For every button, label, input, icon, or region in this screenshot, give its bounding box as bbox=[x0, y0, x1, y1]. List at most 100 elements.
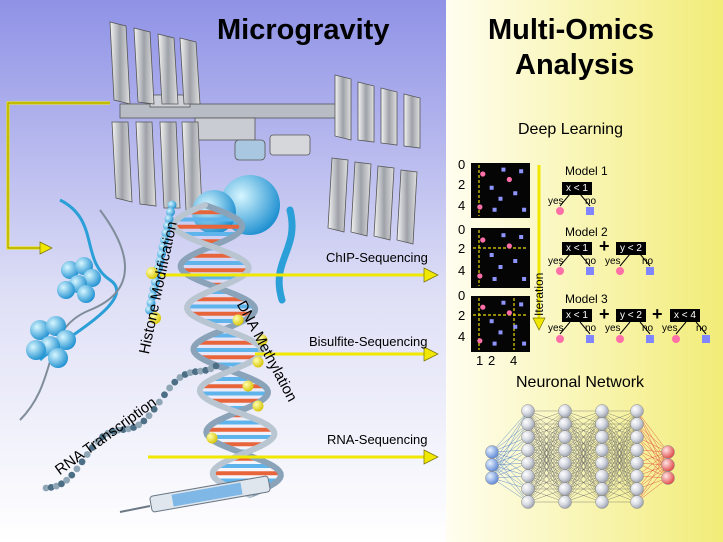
branch-yes: yes bbox=[548, 196, 564, 207]
network-node bbox=[595, 482, 609, 496]
histone-bead bbox=[145, 305, 154, 315]
methyl-group bbox=[242, 380, 254, 392]
syringe-icon bbox=[119, 475, 271, 513]
rna-nucleotide bbox=[114, 426, 122, 434]
histone-bead bbox=[157, 249, 166, 259]
rna-nucleotide bbox=[73, 465, 81, 473]
scatter-dot bbox=[477, 273, 483, 279]
rna-nucleotide bbox=[207, 365, 215, 373]
scatter-dot bbox=[489, 319, 494, 324]
deep-learning-label: Deep Learning bbox=[518, 121, 623, 138]
rna-nucleotide bbox=[68, 471, 76, 479]
network-node bbox=[595, 456, 609, 470]
network-edge bbox=[491, 477, 529, 503]
network-node bbox=[661, 445, 675, 459]
axis-y-tick: 0 bbox=[458, 222, 466, 237]
network-edge bbox=[564, 410, 603, 438]
iteration-label: Iteration bbox=[532, 272, 546, 316]
model-1-label: Model 1 bbox=[565, 164, 608, 178]
network-node bbox=[558, 430, 572, 444]
scatter-dot bbox=[489, 253, 494, 257]
network-node bbox=[630, 469, 644, 483]
axis-y-tick: 2 bbox=[458, 177, 466, 192]
methyl-group bbox=[256, 334, 268, 346]
axis-y-tick: 4 bbox=[458, 329, 466, 344]
network-edge bbox=[636, 451, 669, 490]
network-node bbox=[595, 469, 609, 483]
network-edge bbox=[601, 462, 638, 503]
scatter-dot bbox=[489, 185, 494, 190]
rna-nucleotide bbox=[47, 483, 55, 491]
scatter-dot bbox=[522, 207, 527, 212]
network-node bbox=[558, 456, 572, 470]
model-3-label: Model 3 bbox=[565, 292, 608, 306]
branch-no: no bbox=[696, 323, 708, 334]
network-edge bbox=[564, 475, 603, 503]
network-node bbox=[485, 471, 499, 485]
bisulfite-seq-label: Bisulfite-Sequencing bbox=[309, 334, 428, 349]
histone-bead bbox=[151, 277, 160, 287]
scatter-dot bbox=[492, 341, 497, 346]
scatter-dot bbox=[506, 176, 512, 183]
histone-bead bbox=[146, 298, 156, 308]
scatter-dot bbox=[501, 233, 506, 238]
plus-sign: + bbox=[652, 304, 663, 324]
rna-nucleotide bbox=[94, 438, 101, 445]
histone-bead bbox=[163, 221, 172, 231]
rna-nucleotide bbox=[52, 482, 60, 490]
axis-y-tick: 0 bbox=[458, 288, 466, 303]
network-edge bbox=[527, 410, 566, 438]
methyl-group bbox=[252, 400, 264, 412]
network-node bbox=[661, 458, 675, 472]
network-node bbox=[630, 482, 644, 496]
iteration-arrow bbox=[532, 165, 546, 331]
network-node bbox=[521, 482, 535, 496]
network-edge bbox=[601, 410, 638, 438]
axis-y-tick: 2 bbox=[458, 308, 466, 323]
branch-yes: yes bbox=[662, 323, 678, 334]
scatter-dot bbox=[477, 338, 483, 344]
scatter-dot bbox=[477, 204, 483, 210]
rna-nucleotide bbox=[212, 362, 220, 370]
model-1-condition-1: x < 1 bbox=[562, 182, 592, 195]
scatter-dot bbox=[498, 265, 503, 269]
network-node bbox=[558, 495, 572, 509]
network-edge bbox=[564, 449, 603, 503]
rna-nucleotide bbox=[171, 378, 179, 386]
microgravity-title: Microgravity bbox=[217, 14, 390, 46]
rna-nucleotide bbox=[83, 451, 91, 458]
network-node bbox=[630, 404, 644, 418]
network-node bbox=[595, 430, 609, 444]
histone-bead bbox=[160, 235, 169, 245]
network-node bbox=[630, 430, 644, 444]
network-edge bbox=[636, 451, 669, 503]
rna-nucleotide bbox=[191, 368, 199, 376]
network-edge bbox=[636, 410, 669, 453]
network-edge bbox=[636, 464, 669, 503]
scatter-dot bbox=[506, 243, 512, 249]
scatter-dot bbox=[498, 330, 503, 335]
rna-nucleotide bbox=[181, 371, 189, 378]
scatter-dot bbox=[501, 300, 506, 305]
branch-no: no bbox=[585, 196, 597, 207]
multi-omics-title-line2: Analysis bbox=[515, 49, 635, 81]
histone-bead bbox=[161, 228, 171, 238]
branch-yes: yes bbox=[548, 256, 564, 267]
branch-no: no bbox=[642, 256, 654, 267]
network-edge bbox=[564, 410, 603, 451]
network-edge bbox=[491, 449, 529, 479]
rna-nucleotide bbox=[99, 433, 107, 441]
network-edge bbox=[601, 449, 638, 503]
neuronal-network-label: Neuronal Network bbox=[516, 374, 645, 391]
branch-no: no bbox=[585, 323, 597, 334]
network-edge bbox=[491, 410, 529, 453]
model-3-condition-2: y < 2 bbox=[616, 309, 646, 322]
rna-nucleotide bbox=[104, 429, 112, 437]
network-node bbox=[521, 469, 535, 483]
model-2-condition-1: x < 1 bbox=[562, 242, 592, 255]
axis-x-tick: 4 bbox=[510, 353, 518, 368]
network-node bbox=[558, 417, 572, 431]
network-edge bbox=[527, 462, 566, 503]
